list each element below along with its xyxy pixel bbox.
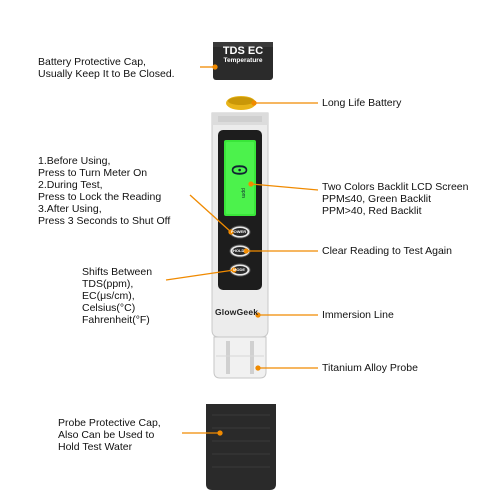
meter-body — [211, 112, 269, 338]
callout-immersion-line: Immersion Line — [322, 309, 394, 321]
cap-subtitle: Temperature — [223, 57, 263, 64]
lcd-reading: 0 — [227, 163, 252, 177]
callout-modes: Shifts Between TDS(ppm), EC(μs/cm), Cels… — [82, 266, 153, 326]
probe — [213, 336, 267, 379]
callout-probe-cap: Probe Protective Cap, Also Can be Used t… — [58, 417, 161, 453]
callout-hold: Clear Reading to Test Again — [322, 245, 452, 257]
hold-button-label: HOLD — [233, 248, 245, 253]
mode-button-label: MODE — [233, 267, 245, 272]
brand-logo-text: GlowGeek — [215, 307, 259, 317]
callout-battery: Long Life Battery — [322, 97, 402, 109]
callout-instructions: 1.Before Using, Press to Turn Meter On 2… — [38, 155, 171, 227]
power-button-label: POWER — [231, 229, 247, 234]
callout-lines — [165, 64, 319, 436]
callout-battery-cap: Battery Protective Cap, Usually Keep It … — [38, 56, 175, 80]
cap-title: TDS EC — [222, 45, 264, 57]
battery-cap-label: TDS EC Temperature — [214, 45, 272, 65]
callout-lcd: Two Colors Backlit LCD Screen PPM≤40, Gr… — [322, 181, 469, 217]
callout-probe: Titanium Alloy Probe — [322, 362, 418, 374]
battery-cap — [213, 42, 273, 80]
battery — [226, 96, 256, 110]
probe-cap — [206, 404, 276, 490]
lcd-unit: ppm — [239, 188, 246, 198]
